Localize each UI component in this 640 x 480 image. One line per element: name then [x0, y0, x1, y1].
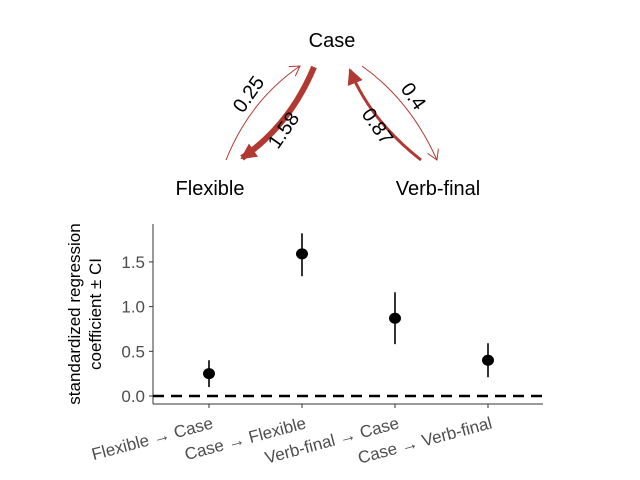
y-tick-label: 1.0 [121, 298, 145, 317]
arrow-flexible-to-case [225, 66, 300, 161]
node-verb-final: Verb-final [396, 178, 481, 200]
y-tick-label: 0.5 [121, 342, 145, 361]
y-axis-label-line2: coefficient ± CI [86, 258, 105, 370]
path-diagram: Case Flexible Verb-final 0.25 1.58 0.87 … [176, 30, 481, 200]
edge-label-1.58: 1.58 [264, 108, 304, 153]
y-tick-label: 1.5 [121, 253, 145, 272]
data-point [482, 354, 494, 366]
edge-label-0.4: 0.4 [396, 79, 430, 114]
data-point [203, 368, 215, 380]
data-point [389, 312, 401, 324]
edge-label-0.87: 0.87 [357, 104, 397, 149]
node-flexible: Flexible [176, 178, 245, 200]
y-axis-label-line1: standardized regression [65, 223, 84, 404]
data-point [296, 248, 308, 260]
arrow-case-to-verb-final [361, 65, 437, 160]
edge-label-0.25: 0.25 [229, 72, 269, 117]
arrow-case-to-flexible [240, 65, 317, 161]
arrow-verb-final-to-case [347, 68, 422, 162]
node-case: Case [309, 30, 356, 52]
y-tick-label: 0.0 [121, 387, 145, 406]
